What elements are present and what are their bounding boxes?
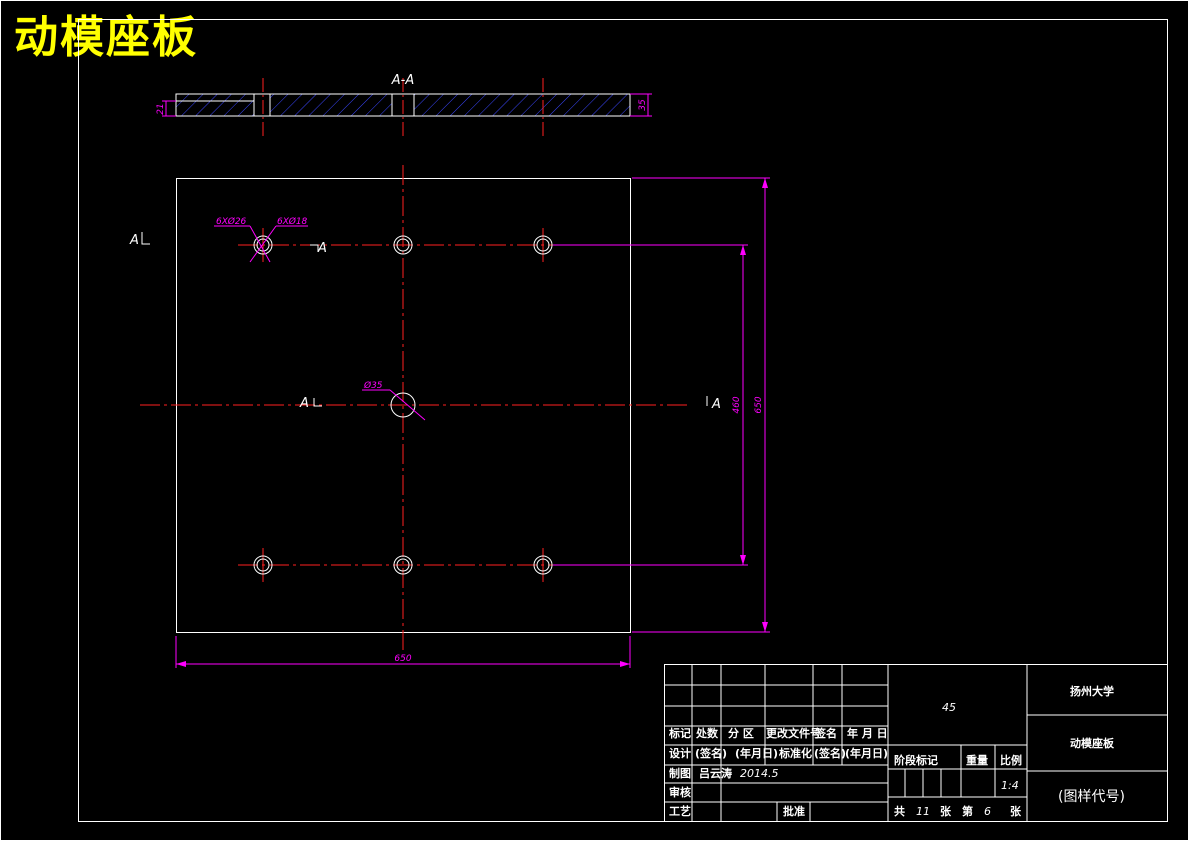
design-label: 设计: [669, 747, 691, 760]
stage-label: 阶段标记: [894, 754, 938, 767]
material: 45: [942, 701, 956, 714]
cut-label: A: [317, 241, 327, 256]
weight-label: 重量: [966, 754, 988, 767]
cut-arrow: [141, 232, 150, 245]
section-counterbore: [253, 93, 271, 117]
hole-bottom-center: [393, 555, 413, 575]
leader: [249, 225, 271, 263]
hdr-date: 年 月 日: [847, 727, 888, 740]
hdr-zone: 分 区: [728, 727, 754, 740]
hole-bottom-left: [253, 555, 273, 575]
sheet-unit-2: 张: [1010, 805, 1021, 818]
standard-sign: (签名): [814, 747, 847, 760]
process-label: 工艺: [669, 805, 691, 818]
section-label: A-A: [391, 73, 414, 88]
hole-top-left: [253, 235, 273, 255]
school-name: 扬州大学: [1070, 685, 1114, 698]
standard-date: (年月日): [845, 747, 889, 760]
dim-height: 650: [754, 396, 764, 413]
center-note: Ø35: [363, 380, 383, 391]
hdr-change-doc: 更改文件号: [766, 727, 821, 740]
approve-label: 批准: [783, 805, 805, 818]
of-label: 第: [962, 805, 973, 818]
part-name: 动模座板: [1070, 737, 1114, 750]
review-label: 审核: [669, 786, 691, 799]
sheet-unit-1: 张: [940, 805, 951, 818]
sheet-number: 6: [984, 805, 991, 818]
hole-note-1: 6XØ26: [216, 216, 247, 227]
standard-label: 标准化: [779, 747, 812, 760]
cut-arrow: [310, 244, 319, 252]
design-date: (年月日): [735, 747, 779, 760]
hole-note-2: 6XØ18: [277, 216, 308, 227]
cut-label: A: [711, 397, 721, 412]
draft-name: 吕云涛: [699, 767, 732, 780]
design-sign: (签名): [695, 747, 728, 760]
drawing-title: 动模座板: [14, 12, 198, 63]
hole-bottom-right: [533, 555, 553, 575]
dim-thickness: 35: [638, 99, 648, 111]
hdr-count: 处数: [696, 727, 718, 740]
scale-value: 1:4: [1001, 779, 1019, 792]
drawing-frame: [78, 19, 1168, 822]
dim-step: 21: [156, 103, 166, 114]
dim-holes: 460: [732, 396, 742, 413]
plan-view: 6XØ26 6XØ18 Ø35 A A A A 650 650 460: [129, 165, 770, 668]
draft-label: 制图: [669, 767, 691, 780]
leader: [389, 389, 426, 421]
cut-label: A: [299, 396, 309, 411]
draft-date: 2014.5: [740, 767, 779, 780]
scale-label: 比例: [1000, 754, 1022, 767]
total-label: 共: [894, 805, 905, 818]
leader: [249, 225, 277, 263]
hole-top-center: [393, 235, 413, 255]
cut-arrow: [313, 398, 322, 407]
title-block: [664, 664, 1168, 822]
hdr-sign: 签名: [815, 727, 837, 740]
hdr-mark: 标记: [669, 727, 691, 740]
center-hole: [390, 392, 416, 418]
section-view: A-A 35 21: [156, 73, 652, 138]
cut-label: A: [129, 233, 139, 248]
drawing-code: (图样代号): [1058, 789, 1125, 805]
total-sheets: 11: [916, 805, 930, 818]
hole-top-right: [533, 235, 553, 255]
dim-width: 650: [394, 654, 411, 664]
